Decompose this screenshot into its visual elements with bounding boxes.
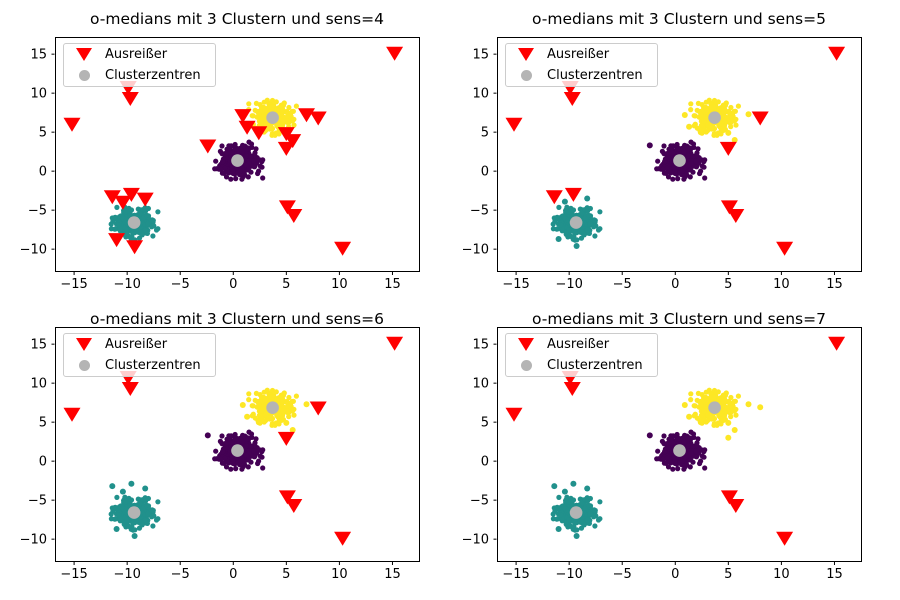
legend-item-outliers: Ausreißer	[506, 46, 657, 64]
legend-item-outliers: Ausreißer	[64, 46, 215, 64]
legend-item-centers: Clusterzentren	[506, 357, 657, 375]
legend-item-outliers: Ausreißer	[64, 336, 215, 354]
subplot-title: o-medians mit 3 Clustern und sens=4	[90, 10, 384, 28]
svg-text:−5: −5	[470, 494, 489, 509]
svg-text:10: 10	[472, 87, 489, 102]
legend-label: Ausreißer	[105, 47, 168, 63]
legend-item-centers: Clusterzentren	[64, 67, 215, 85]
svg-text:15: 15	[384, 567, 401, 582]
circle-icon	[72, 359, 96, 371]
svg-text:−10: −10	[113, 277, 140, 292]
legend-item-centers: Clusterzentren	[506, 67, 657, 85]
subplot-title: o-medians mit 3 Clustern und sens=5	[532, 10, 826, 28]
svg-text:10: 10	[773, 277, 790, 292]
legend-label: Clusterzentren	[105, 67, 201, 83]
svg-text:−5: −5	[28, 494, 47, 509]
triangle-down-icon	[514, 338, 538, 352]
svg-text:−10: −10	[20, 533, 47, 548]
svg-text:10: 10	[472, 377, 489, 392]
legend: Ausreißer Clusterzentren	[505, 43, 658, 87]
subplot-sens-4: −15 −10 −5 0 5 10 15 −10 −5 0 5 10 15 o-medians mit …	[0, 0, 450, 300]
circle-icon	[514, 69, 538, 81]
legend-label: Ausreißer	[547, 337, 610, 353]
subplot-sens-7: −15 −10 −5 0 5 10 15 −10 −5 0 5 10 15 o-medians mit …	[442, 290, 892, 590]
svg-text:−5: −5	[28, 204, 47, 219]
svg-text:0: 0	[229, 277, 237, 292]
svg-text:15: 15	[472, 48, 489, 63]
svg-text:−15: −15	[60, 277, 87, 292]
svg-text:−5: −5	[470, 204, 489, 219]
svg-text:−5: −5	[613, 567, 632, 582]
legend: Ausreißer Clusterzentren	[505, 333, 658, 377]
svg-text:10: 10	[331, 277, 348, 292]
subplot-sens-6: −15 −10 −5 0 5 10 15 −10 −5 0 5 10 15 o-medians mit …	[0, 290, 450, 590]
svg-text:−15: −15	[502, 567, 529, 582]
svg-text:15: 15	[384, 277, 401, 292]
svg-text:5: 5	[481, 416, 489, 431]
svg-text:5: 5	[282, 277, 290, 292]
svg-text:15: 15	[826, 567, 843, 582]
legend: Ausreißer Clusterzentren	[63, 43, 216, 87]
svg-text:0: 0	[39, 455, 47, 470]
svg-text:15: 15	[30, 338, 47, 353]
svg-text:15: 15	[826, 277, 843, 292]
scatter-canvas-sens-4: −15 −10 −5 0 5 10 15 −10 −5 0 5 10 15	[20, 37, 420, 292]
svg-text:5: 5	[724, 277, 732, 292]
svg-text:10: 10	[331, 567, 348, 582]
svg-text:5: 5	[724, 567, 732, 582]
svg-text:0: 0	[671, 277, 679, 292]
circle-icon	[514, 359, 538, 371]
svg-text:−5: −5	[171, 277, 190, 292]
svg-text:15: 15	[472, 338, 489, 353]
svg-text:−10: −10	[555, 277, 582, 292]
subplot-title: o-medians mit 3 Clustern und sens=6	[90, 310, 384, 328]
legend-label: Clusterzentren	[105, 357, 201, 373]
svg-text:−10: −10	[113, 567, 140, 582]
svg-text:0: 0	[229, 567, 237, 582]
scatter-canvas-sens-6: −15 −10 −5 0 5 10 15 −10 −5 0 5 10 15	[20, 327, 420, 582]
subplot-title: o-medians mit 3 Clustern und sens=7	[532, 310, 826, 328]
subplot-sens-5: −15 −10 −5 0 5 10 15 −10 −5 0 5 10 15 o-medians mit …	[442, 0, 892, 300]
legend-item-outliers: Ausreißer	[506, 336, 657, 354]
svg-text:−5: −5	[613, 277, 632, 292]
svg-text:−10: −10	[555, 567, 582, 582]
svg-text:0: 0	[671, 567, 679, 582]
svg-text:5: 5	[481, 126, 489, 141]
svg-text:5: 5	[39, 416, 47, 431]
triangle-down-icon	[72, 48, 96, 62]
svg-text:−10: −10	[462, 533, 489, 548]
svg-text:10: 10	[30, 377, 47, 392]
svg-text:−5: −5	[171, 567, 190, 582]
legend-item-centers: Clusterzentren	[64, 357, 215, 375]
legend: Ausreißer Clusterzentren	[63, 333, 216, 377]
svg-text:0: 0	[481, 165, 489, 180]
svg-text:10: 10	[30, 87, 47, 102]
legend-label: Ausreißer	[105, 337, 168, 353]
legend-label: Clusterzentren	[547, 357, 643, 373]
svg-text:−15: −15	[60, 567, 87, 582]
scatter-canvas-sens-5: −15 −10 −5 0 5 10 15 −10 −5 0 5 10 15	[462, 37, 862, 292]
svg-text:0: 0	[39, 165, 47, 180]
legend-label: Ausreißer	[547, 47, 610, 63]
triangle-down-icon	[514, 48, 538, 62]
svg-text:5: 5	[39, 126, 47, 141]
svg-text:−10: −10	[20, 243, 47, 258]
scatter-canvas-sens-7: −15 −10 −5 0 5 10 15 −10 −5 0 5 10 15	[462, 327, 862, 582]
svg-text:−15: −15	[502, 277, 529, 292]
svg-text:15: 15	[30, 48, 47, 63]
circle-icon	[72, 69, 96, 81]
svg-text:5: 5	[282, 567, 290, 582]
triangle-down-icon	[72, 338, 96, 352]
svg-text:0: 0	[481, 455, 489, 470]
svg-text:−10: −10	[462, 243, 489, 258]
svg-text:10: 10	[773, 567, 790, 582]
legend-label: Clusterzentren	[547, 67, 643, 83]
